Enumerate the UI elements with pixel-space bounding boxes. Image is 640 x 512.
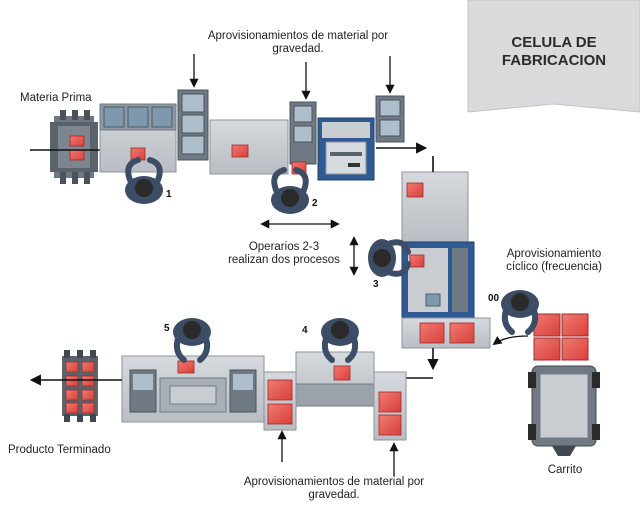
- operator-number-3: 3: [373, 279, 379, 290]
- raw-material-pallet: [50, 110, 98, 184]
- operator-3: [368, 239, 411, 277]
- operators-label: Operarios 2-3 realizan dos procesos: [226, 241, 342, 267]
- operator-number-00: 00: [488, 293, 500, 304]
- cyclic-supply-arrow: [492, 335, 529, 346]
- cell-title: CELULA DE FABRICACION: [468, 34, 640, 70]
- title-banner: [467, 0, 640, 113]
- cyclic-supply-label: Aprovisionamiento cíclico (frecuencia): [484, 248, 624, 274]
- right-machine-column: [401, 171, 491, 349]
- operator-number-1: 1: [166, 189, 172, 200]
- gravity-bottom-label-line2: gravedad.: [308, 489, 360, 501]
- operator-2: [271, 167, 309, 214]
- cell-title-line1: CELULA DE: [511, 34, 597, 51]
- operators-label-line2: realizan dos procesos: [228, 254, 340, 266]
- gravity-top-label-line2: gravedad.: [272, 43, 324, 55]
- operator-1: [125, 157, 163, 204]
- cart: [528, 365, 600, 456]
- gravity-top-label-line1: Aprovisionamientos de material por: [207, 30, 389, 42]
- gravity-bottom-label: Aprovisionamientos de material por grave…: [232, 476, 436, 502]
- operator-00: [501, 290, 539, 335]
- operator-4: [321, 318, 359, 363]
- operator-number-5: 5: [164, 323, 170, 334]
- finished-product-pallet: [62, 350, 98, 422]
- cyclic-supply-label-line1: Aprovisionamiento: [506, 248, 602, 260]
- top-machine-line: [99, 89, 405, 181]
- gravity-bottom-label-line1: Aprovisionamientos de material por: [243, 476, 425, 488]
- cell-title-line2: FABRICACION: [501, 52, 607, 69]
- raw-material-label: Materia Prima: [20, 92, 92, 104]
- operator-number-2: 2: [312, 198, 318, 209]
- cart-boxes: [533, 313, 589, 361]
- operator-number-4: 4: [302, 325, 308, 336]
- cart-label: Carrito: [547, 464, 583, 476]
- bottom-machine-line: [121, 351, 407, 441]
- finished-product-label: Producto Terminado: [8, 444, 111, 456]
- cyclic-supply-label-line2: cíclico (frecuencia): [506, 261, 602, 273]
- operator-5: [173, 318, 211, 363]
- operators-label-line1: Operarios 2-3: [248, 241, 320, 253]
- gravity-top-label: Aprovisionamientos de material por grave…: [196, 30, 400, 56]
